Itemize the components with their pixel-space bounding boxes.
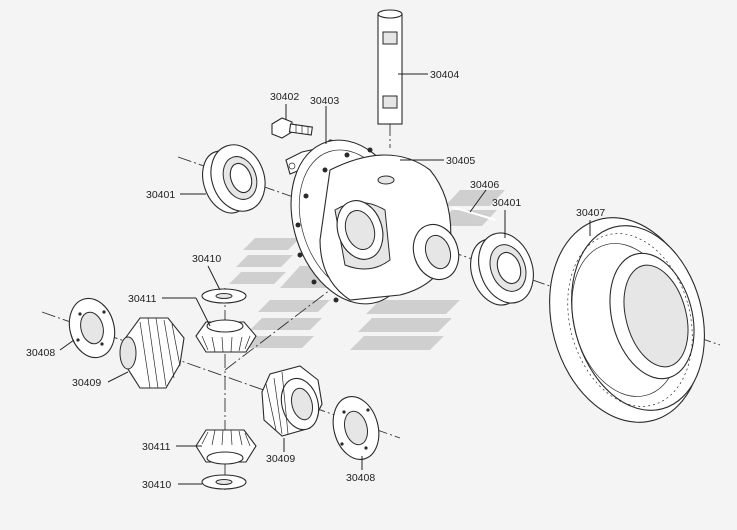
washer-30410-top (201, 288, 247, 304)
washer-30410-bottom (201, 474, 247, 490)
label-30410-top: 30410 (192, 253, 221, 265)
ring-gear-30407 (549, 217, 705, 423)
label-30402: 30402 (270, 91, 299, 103)
label-30409-left: 30409 (72, 377, 101, 389)
leader-lines (59, 73, 591, 485)
pin-30406 (451, 206, 497, 221)
pinion-30411-bottom (195, 429, 257, 465)
label-30403: 30403 (310, 95, 339, 107)
label-30410-bottom: 30410 (142, 479, 171, 491)
side-gear-30409-right (261, 365, 323, 437)
label-30406: 30406 (470, 179, 499, 191)
side-gear-30409-left (119, 317, 185, 389)
label-30408-right: 30408 (346, 472, 375, 484)
label-30411-top: 30411 (128, 293, 157, 305)
pin-30404 (377, 9, 403, 125)
label-30407: 30407 (576, 207, 605, 219)
diagonal-axis-line (224, 289, 331, 371)
label-30411-bottom: 30411 (142, 441, 171, 453)
bearing-30401-left (202, 144, 266, 214)
label-30401-left: 30401 (146, 189, 175, 201)
label-30404: 30404 (430, 69, 459, 81)
bearing-30401-right (470, 232, 534, 306)
label-30405: 30405 (446, 155, 475, 167)
label-30401-right: 30401 (492, 197, 521, 209)
housing-30405 (290, 139, 460, 305)
label-30408-left: 30408 (26, 347, 55, 359)
label-30409-right: 30409 (266, 453, 295, 465)
bolt-30402 (271, 117, 313, 139)
part-labels: 30404 30402 30403 30405 30406 30401 3040… (26, 69, 605, 491)
washer-30408-left (68, 297, 116, 359)
washer-30408-right (332, 396, 380, 460)
pinion-30411-top (195, 319, 257, 353)
